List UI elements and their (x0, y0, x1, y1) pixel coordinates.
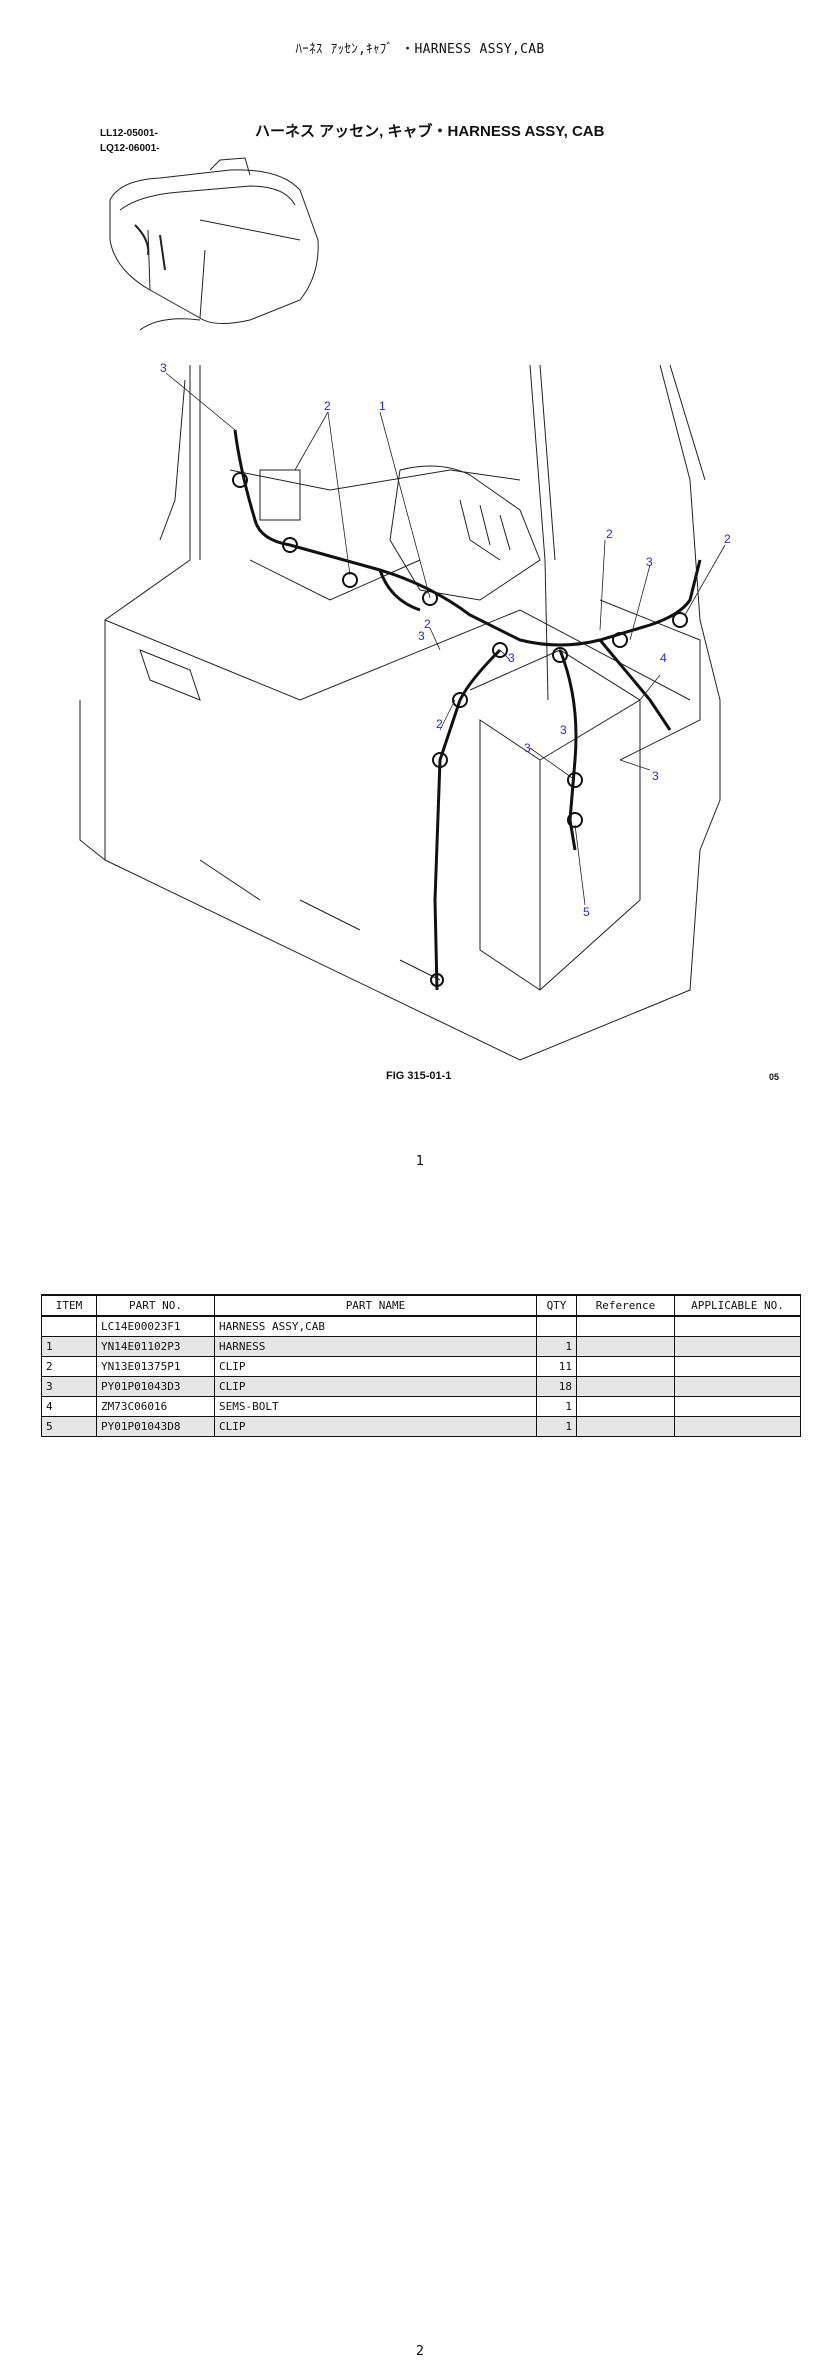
cell-qty: 1 (536, 1396, 577, 1417)
cell-part-name: HARNESS (214, 1336, 537, 1357)
table-row: 3 PY01P01043D3 CLIP 18 (41, 1376, 801, 1397)
cell-qty: 18 (536, 1376, 577, 1397)
serial-range: LL12-05001- (100, 128, 158, 139)
callout-label: 3 (560, 723, 567, 737)
column-header-part-name: PART NAME (214, 1294, 537, 1317)
figure-title: ハーネス アッセン, キャブ・HARNESS ASSY, CAB (255, 123, 605, 140)
seat-inset-sketch (109, 157, 319, 331)
table-row: 1 YN14E01102P3 HARNESS 1 (41, 1336, 801, 1357)
table-row: LC14E00023F1 HARNESS ASSY,CAB (41, 1315, 801, 1337)
cell-part-no: YN13E01375P1 (96, 1356, 215, 1377)
cell-part-no: LC14E00023F1 (96, 1315, 215, 1337)
callout-label: 3 (646, 555, 653, 569)
callout-leaders (165, 372, 726, 906)
callout-label: 1 (379, 399, 386, 413)
callout-label: 2 (606, 527, 613, 541)
cell-part-name: SEMS-BOLT (214, 1396, 537, 1417)
cell-item: 5 (41, 1416, 97, 1437)
callout-label: 2 (424, 617, 431, 631)
serial-range: LQ12-06001- (100, 143, 160, 154)
callout-label: 3 (418, 629, 425, 643)
page-number: 1 (415, 1154, 425, 1169)
column-header-part-no: PART NO. (96, 1294, 215, 1317)
cell-applicable-no (674, 1336, 801, 1357)
cab-frame-lines (79, 364, 721, 1061)
column-header-reference: Reference (576, 1294, 675, 1317)
cell-item: 1 (41, 1336, 97, 1357)
column-header-item: ITEM (41, 1294, 97, 1317)
column-header-qty: QTY (536, 1294, 577, 1317)
cell-qty: 1 (536, 1336, 577, 1357)
callout-label: 2 (436, 717, 443, 731)
cell-part-no: PY01P01043D3 (96, 1376, 215, 1397)
cell-part-name: HARNESS ASSY,CAB (214, 1315, 537, 1337)
cell-item: 3 (41, 1376, 97, 1397)
figure-suffix: 05 (769, 1072, 780, 1082)
cell-item (41, 1315, 97, 1337)
figure-number: FIG 315-01-1 (386, 1070, 452, 1082)
table-row: 5 PY01P01043D8 CLIP 1 (41, 1416, 801, 1437)
cell-applicable-no (674, 1416, 801, 1437)
cell-reference (576, 1416, 675, 1437)
serial-range-block: LL12-05001- LQ12-06001- (100, 126, 159, 156)
column-header-applicable-no: APPLICABLE NO. (674, 1294, 801, 1317)
cell-reference (576, 1356, 675, 1377)
table-row: 4 ZM73C06016 SEMS-BOLT 1 (41, 1396, 801, 1417)
cell-qty (536, 1315, 577, 1337)
cell-applicable-no (674, 1376, 801, 1397)
callout-label: 3 (160, 361, 167, 375)
cell-reference (576, 1336, 675, 1357)
callout-label: 3 (652, 769, 659, 783)
cell-part-name: CLIP (214, 1416, 537, 1437)
cell-applicable-no (674, 1396, 801, 1417)
cell-qty: 11 (536, 1356, 577, 1377)
callout-label: 3 (508, 651, 515, 665)
cell-part-no: YN14E01102P3 (96, 1336, 215, 1357)
clip-markers (232, 472, 688, 987)
cell-item: 4 (41, 1396, 97, 1417)
parts-table: ITEM PART NO. PART NAME QTY Reference AP… (41, 1294, 801, 1437)
table-header-row: ITEM PART NO. PART NAME QTY Reference AP… (41, 1294, 801, 1317)
callout-label: 4 (660, 651, 667, 665)
harness-illustration: 3 1 2 2 2 2 2 3 3 3 3 3 3 4 5 (79, 157, 731, 1061)
cell-applicable-no (674, 1356, 801, 1377)
cell-part-no: PY01P01043D8 (96, 1416, 215, 1437)
cell-part-name: CLIP (214, 1376, 537, 1397)
cell-item: 2 (41, 1356, 97, 1377)
cell-applicable-no (674, 1315, 801, 1337)
cell-part-no: ZM73C06016 (96, 1396, 215, 1417)
cell-reference (576, 1315, 675, 1337)
cell-reference (576, 1376, 675, 1397)
callout-label: 3 (524, 741, 531, 755)
harness-route (233, 429, 702, 991)
cell-reference (576, 1396, 675, 1417)
page-number: 2 (415, 2344, 425, 2359)
page-header-title: ﾊｰﾈｽ ｱｯｾﾝ,ｷｬﾌﾞ ・HARNESS ASSY,CAB (295, 42, 545, 57)
callout-label: 5 (583, 905, 590, 919)
cell-part-name: CLIP (214, 1356, 537, 1377)
callout-label: 2 (324, 399, 331, 413)
table-row: 2 YN13E01375P1 CLIP 11 (41, 1356, 801, 1377)
callout-label: 2 (724, 532, 731, 546)
cell-qty: 1 (536, 1416, 577, 1437)
